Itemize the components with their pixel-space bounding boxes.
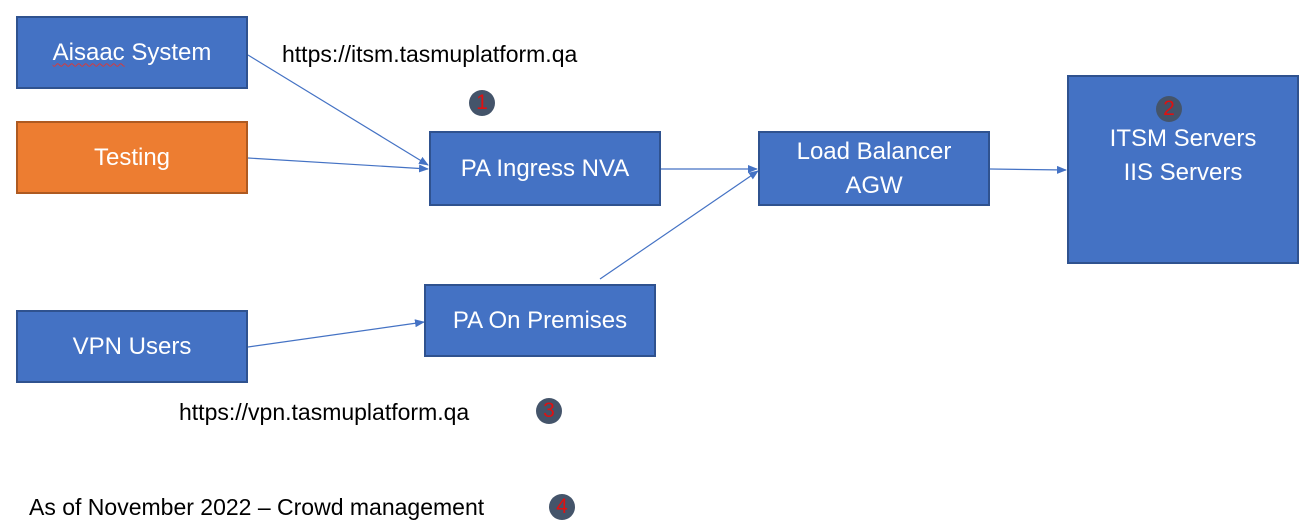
node-pa-on-premises-label: PA On Premises [452,306,628,334]
node-aisaac-rest: System [124,38,212,66]
node-itsm-servers: ITSM Servers IIS Servers [1067,75,1299,264]
node-vpn-users: VPN Users [16,310,248,383]
vpn-url-annotation: https://vpn.tasmuplatform.qa [179,399,470,425]
node-testing-label: Testing [93,143,171,171]
node-pa-ingress-nva: PA Ingress NVA [429,131,661,206]
arrow-load-balancer-to-itsm [989,165,1067,174]
node-load-balancer-agw-label: Load Balancer AGW [796,137,952,199]
node-aisaac-system: Aisaac System [16,16,248,89]
itsm-url-annotation: https://itsm.tasmuplatform.qa [282,41,578,67]
node-itsm-servers-label: ITSM Servers IIS Servers [1109,124,1257,186]
arrow-aisaac-to-pa-ingress [247,54,429,166]
badge-3: 3 [536,398,562,424]
arrow-testing-to-pa-ingress [247,157,429,173]
footer-note: As of November 2022 – Crowd management [29,494,485,520]
badge-4: 4 [549,494,575,520]
node-aisaac-word: Aisaac [52,38,125,66]
badge-2: 2 [1156,96,1182,122]
node-pa-ingress-nva-label: PA Ingress NVA [460,154,630,182]
node-vpn-users-label: VPN Users [72,332,192,360]
badge-1: 1 [469,90,495,116]
node-pa-on-premises: PA On Premises [424,284,656,357]
node-testing: Testing [16,121,248,194]
node-load-balancer-agw: Load Balancer AGW [758,131,990,206]
node-aisaac-system-label: Aisaac System [53,36,212,70]
arrow-vpn-users-to-pa-on-prem [247,319,425,348]
